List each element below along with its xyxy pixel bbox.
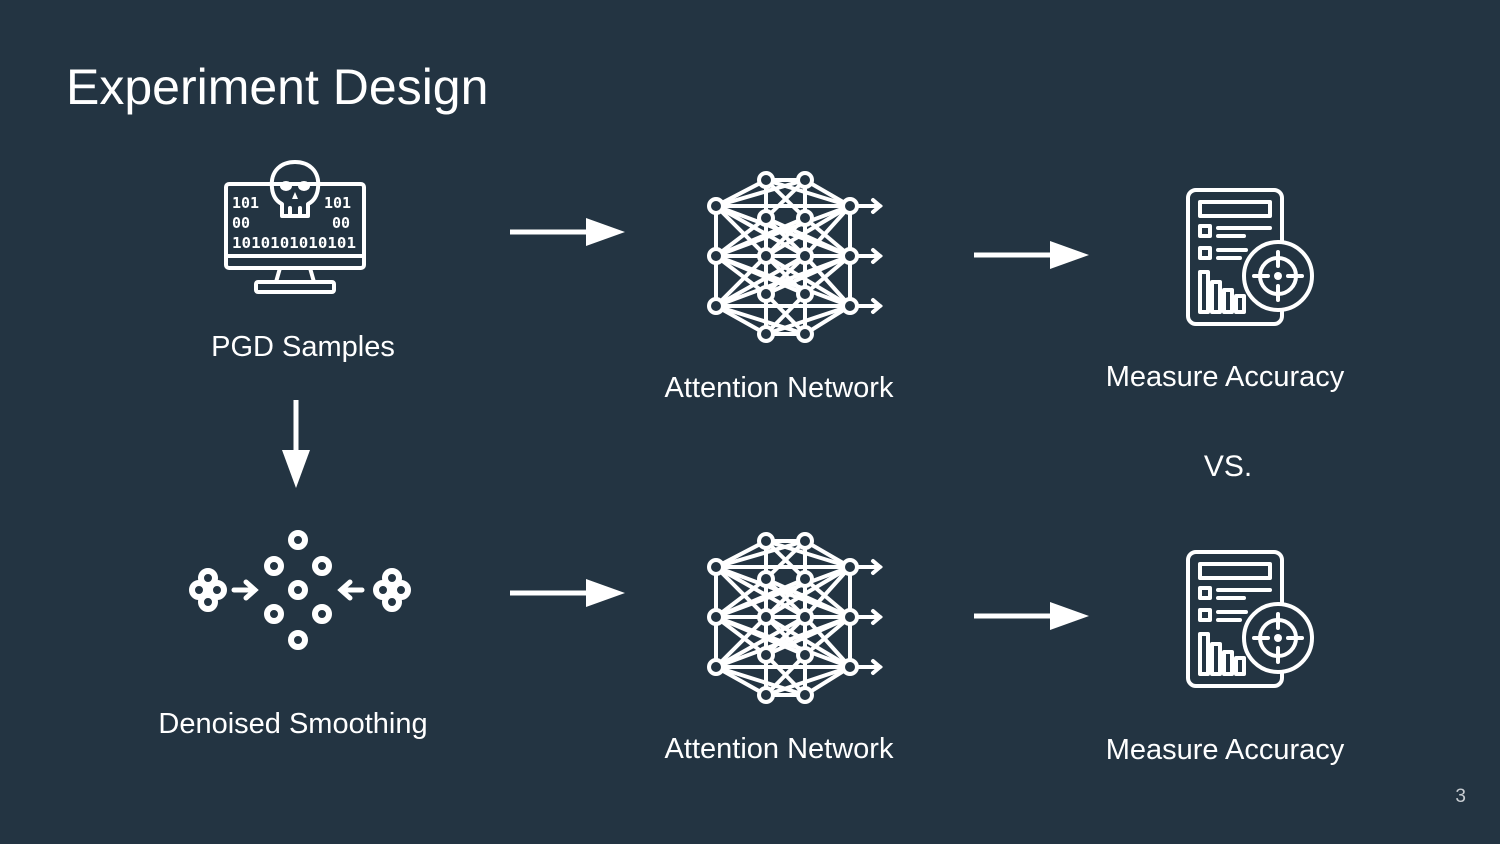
right-arrow-top-2 bbox=[974, 241, 1089, 269]
right-arrow-bottom-1 bbox=[510, 579, 625, 607]
svg-text:00: 00 bbox=[332, 214, 350, 232]
right-arrow-bottom-2 bbox=[974, 602, 1089, 630]
neural-network-icon bbox=[707, 171, 884, 343]
svg-text:101: 101 bbox=[324, 194, 351, 212]
hacker-monitor-icon: 101 101 00 00 1010101010101 bbox=[224, 160, 366, 294]
attention-network-label-bottom: Attention Network bbox=[664, 733, 894, 765]
right-arrow-top-1 bbox=[510, 218, 625, 246]
accuracy-report-icon bbox=[1186, 550, 1314, 688]
down-arrow bbox=[282, 400, 310, 488]
pgd-samples-label: PGD Samples bbox=[211, 331, 395, 363]
attention-network-label-top: Attention Network bbox=[664, 372, 894, 404]
svg-text:1010101010101: 1010101010101 bbox=[232, 234, 356, 252]
accuracy-report-icon bbox=[1186, 188, 1314, 326]
denoise-smoothing-icon bbox=[189, 530, 411, 650]
measure-accuracy-label-bottom: Measure Accuracy bbox=[1105, 734, 1345, 766]
measure-accuracy-label-top: Measure Accuracy bbox=[1105, 361, 1345, 393]
neural-network-icon bbox=[707, 532, 884, 704]
svg-text:101: 101 bbox=[232, 194, 259, 212]
denoised-smoothing-label: Denoised Smoothing bbox=[158, 708, 428, 740]
slide-title: Experiment Design bbox=[66, 59, 489, 115]
vs-label: VS. bbox=[1203, 450, 1253, 483]
svg-text:00: 00 bbox=[232, 214, 250, 232]
page-number: 3 bbox=[1455, 786, 1466, 807]
